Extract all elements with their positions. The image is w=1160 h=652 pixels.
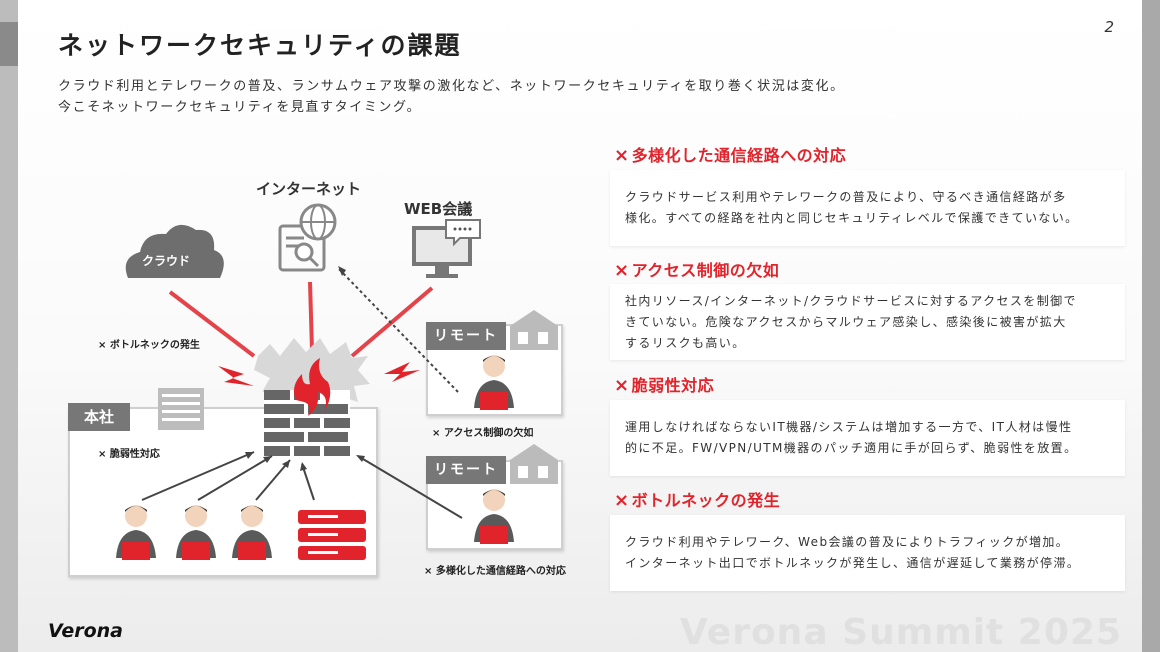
page-number: 2	[1104, 18, 1114, 36]
issue-label-routes: × 多様化した通信経路への対応	[424, 566, 566, 577]
issue-card-access: 社内リソース/インターネット/クラウドサービスに対するアクセスを制御で きていな…	[610, 284, 1125, 360]
cloud-icon	[125, 224, 224, 278]
issue-label-bottleneck: × ボトルネックの発生	[98, 340, 200, 351]
issue-title-vulnerability: ×脆弱性対応	[614, 375, 715, 396]
firewall-icon	[264, 358, 350, 456]
issue-mark: ×	[614, 145, 630, 166]
diagram-graphics	[116, 203, 558, 560]
left-edge-tab	[0, 22, 18, 66]
issue-title-bottleneck: ×ボトルネックの発生	[614, 490, 781, 511]
issue-mark: ×	[614, 260, 630, 281]
watermark: Verona Summit 2025	[679, 612, 1122, 652]
office-workers-icon	[116, 505, 272, 560]
remote-worker-icon-2	[474, 489, 514, 544]
issue-mark: ×	[614, 375, 630, 396]
issue-title-routes: ×多様化した通信経路への対応	[614, 145, 847, 166]
lead-line-1: クラウド利用とテレワークの普及、ランサムウェア攻撃の激化など、ネットワークセキュ…	[58, 79, 845, 94]
house-icon-1	[510, 310, 558, 350]
house-icon-2	[510, 444, 558, 484]
network-diagram: 本社 リモート リモート	[58, 160, 578, 590]
issue-mark: ×	[614, 490, 630, 511]
headquarters-tag: 本社	[68, 403, 130, 431]
internet-label: インターネット	[256, 180, 362, 198]
issue-card-vulnerability: 運用しなければならないIT機器/システムは増加する一方で、IT人材は慢性 的に不…	[610, 400, 1125, 476]
web-meeting-label: WEB会議	[404, 200, 473, 218]
remote-tag-1: リモート	[426, 322, 506, 350]
lead-text: クラウド利用とテレワークの普及、ランサムウェア攻撃の激化など、ネットワークセキュ…	[58, 76, 845, 118]
brand-logo: Verona	[48, 620, 123, 642]
lead-line-2: 今こそネットワークセキュリティを見直すタイミング。	[58, 100, 422, 115]
building-icon	[158, 388, 204, 430]
issue-card-routes: クラウドサービス利用やテレワークの普及により、守るべき通信経路が多 様化。すべて…	[610, 170, 1125, 246]
internet-icon	[278, 203, 337, 272]
issue-card-bottleneck: クラウド利用やテレワーク、Web会議の普及によりトラフィックが増加。 インターネ…	[610, 515, 1125, 591]
monitor-icon	[412, 219, 481, 278]
slide: ネットワークセキュリティの課題 2 クラウド利用とテレワークの普及、ランサムウェ…	[18, 0, 1142, 652]
issue-label-access: × アクセス制御の欠如	[432, 428, 534, 439]
page-title: ネットワークセキュリティの課題	[58, 31, 462, 60]
right-edge-band	[1142, 0, 1160, 652]
remote-worker-icon-1	[474, 355, 514, 410]
issue-label-vulnerability: × 脆弱性対応	[98, 449, 160, 460]
cloud-label: クラウド	[142, 254, 191, 268]
server-icon	[298, 510, 366, 560]
issue-title-access: ×アクセス制御の欠如	[614, 260, 780, 281]
remote-tag-2: リモート	[426, 456, 506, 484]
